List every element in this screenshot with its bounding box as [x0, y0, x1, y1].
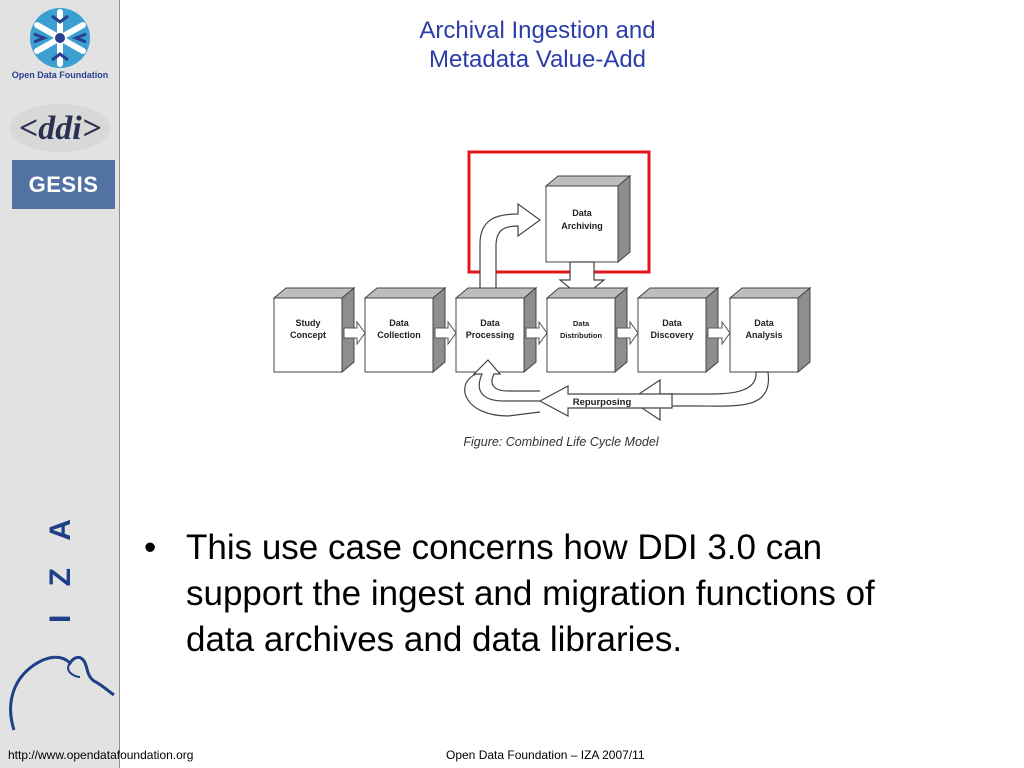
sidebar: Open Data Foundation <ddi> GESIS I Z A [0, 0, 120, 768]
iza-logo-graphic: I Z A [9, 509, 115, 731]
ddi-logo: <ddi> [8, 100, 112, 156]
odf-logo-text: Open Data Foundation [11, 70, 109, 80]
ddi-logo-text: <ddi> [19, 110, 101, 147]
ddi-logo-graphic: <ddi> [10, 104, 110, 152]
slide-title-line-1: Archival Ingestion and [419, 17, 656, 44]
footer-center-text: Open Data Foundation – IZA 2007/11 [446, 748, 645, 762]
archiving-label-line-1: Data [572, 208, 593, 218]
stage-flow-arrow [343, 320, 366, 346]
bullet-line-3: data archives and data libraries. [186, 620, 683, 659]
stage-label-line-1: Data [480, 318, 501, 328]
open-data-foundation-logo: Open Data Foundation [8, 4, 112, 84]
stage-label-line-2: Processing [466, 330, 515, 340]
stage-label-line-1: Data [754, 318, 775, 328]
footer-url[interactable]: http://www.opendatafoundation.org [8, 748, 194, 762]
stage-label-line-2: Discovery [650, 330, 693, 340]
iza-logo: I Z A [4, 505, 116, 735]
bullet-line-1: This use case concerns how DDI 3.0 can [186, 528, 823, 567]
stage-flow-arrow [434, 320, 457, 346]
repurposing-label: Repurposing [573, 397, 632, 408]
stage-label-line-2: Analysis [745, 330, 782, 340]
stage-flow-arrow [707, 320, 731, 346]
bullet-list: • This use case concerns how DDI 3.0 can… [144, 525, 994, 663]
life-cycle-diagram-svg: Data Archiving StudyConceptDataCollectio… [272, 150, 812, 449]
stage-flow-arrow [525, 320, 548, 346]
highlight-box [467, 150, 651, 274]
stage-label-line-1: Data [389, 318, 410, 328]
odf-snowflake-icon [30, 8, 90, 68]
stage-flow-arrow [616, 320, 639, 346]
stage-label-line-2: Collection [377, 330, 421, 340]
stage-label-line-1: Data [662, 318, 683, 328]
stage-cubes: StudyConceptDataCollectionDataProcessing… [272, 286, 812, 374]
stage-label-line-2: Concept [290, 330, 326, 340]
archiving-label-line-2: Archiving [561, 221, 603, 231]
gesis-logo: GESIS [12, 160, 115, 209]
stage-label-line-2: Distribution [560, 331, 602, 340]
bullet-item: • This use case concerns how DDI 3.0 can… [144, 525, 994, 663]
repurposing-left-curve [472, 359, 540, 402]
figure-caption: Figure: Combined Life Cycle Model [463, 435, 659, 449]
stage-label-line-1: Data [573, 319, 590, 328]
stage-label-line-1: Study [295, 318, 320, 328]
gesis-logo-text: GESIS [28, 171, 99, 197]
slide-title-line-2: Metadata Value-Add [428, 46, 647, 73]
slide-title: Archival Ingestion and Metadata Value-Ad… [340, 16, 735, 74]
bullet-symbol: • [144, 528, 157, 567]
archiving-cube: Data Archiving [544, 174, 632, 264]
repurposing-arrow [538, 384, 673, 418]
iza-logo-text: I Z A [44, 509, 77, 623]
ingest-curved-arrow [479, 202, 542, 299]
bullet-line-2: support the ingest and migration functio… [186, 574, 875, 613]
